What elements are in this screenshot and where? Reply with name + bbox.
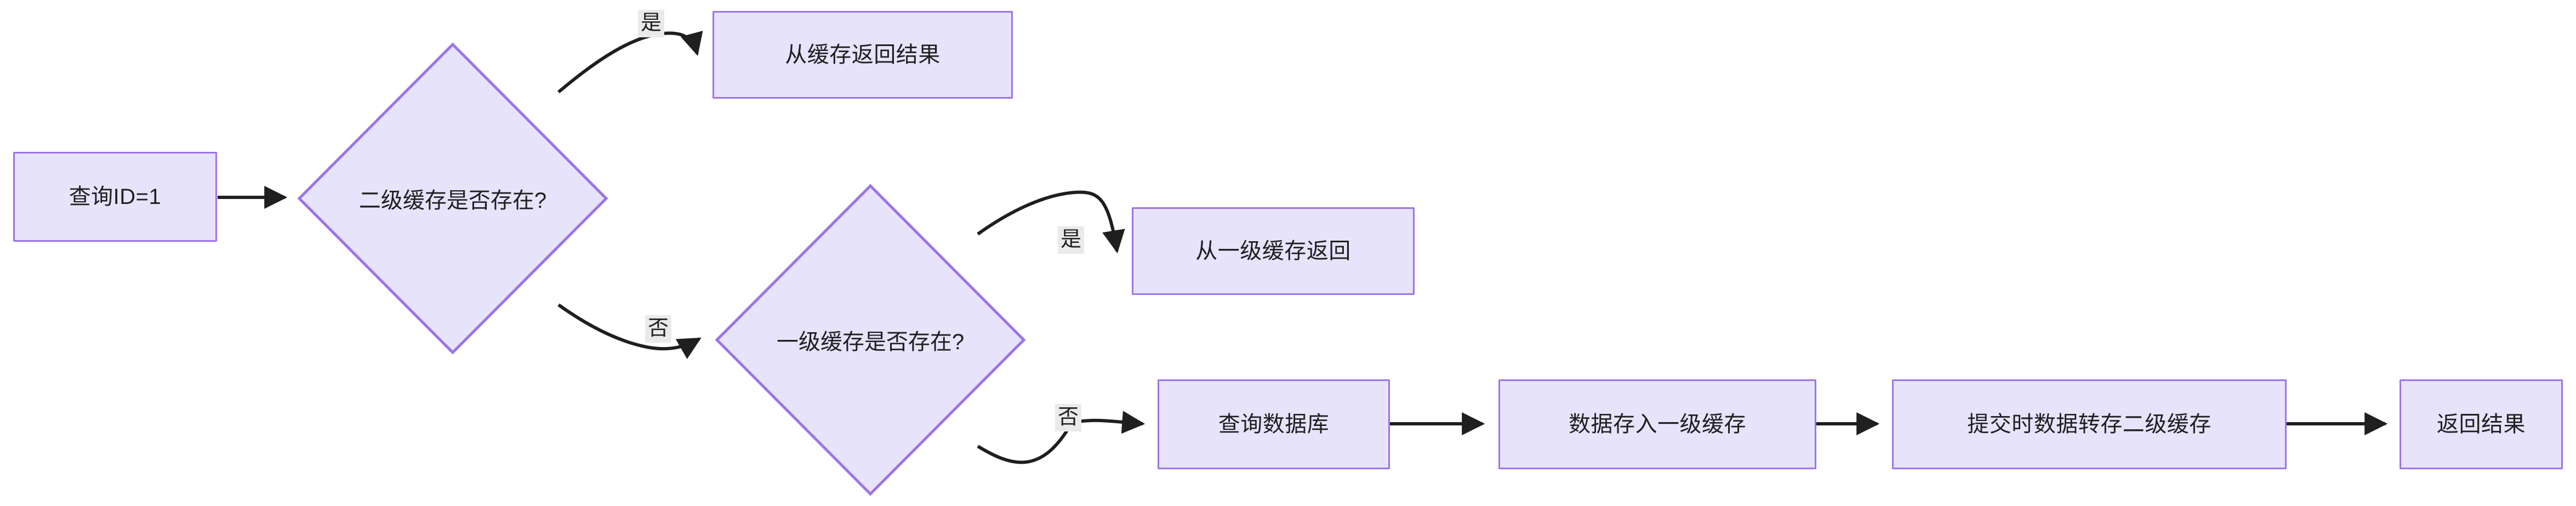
edge-label-l1check-yes: 是	[1058, 226, 1085, 254]
edge-label-l2check-yes: 是	[638, 10, 665, 37]
node-l2check-shape	[297, 42, 608, 355]
node-querydb[interactable]: 查询数据库	[1158, 379, 1390, 469]
node-l2check-label: 二级缓存是否存在?	[358, 189, 547, 213]
node-l1check-label: 一级缓存是否存在?	[776, 330, 965, 354]
node-store-l1[interactable]: 数据存入一级缓存	[1498, 379, 1816, 469]
node-l1return-label: 从一级缓存返回	[1195, 239, 1351, 263]
node-l1check-shape	[715, 184, 1026, 496]
node-start-label: 查询ID=1	[69, 185, 162, 209]
node-l1return[interactable]: 从一级缓存返回	[1132, 207, 1415, 295]
node-result-label: 返回结果	[2437, 412, 2526, 436]
edge-label-l1check-no: 否	[1055, 404, 1082, 431]
node-start[interactable]: 查询ID=1	[13, 152, 217, 242]
node-querydb-label: 查询数据库	[1218, 412, 1330, 436]
node-commit-to-l2[interactable]: 提交时数据转存二级缓存	[1892, 379, 2287, 469]
edge-label-l2check-no: 否	[645, 315, 672, 343]
node-store-l1-label: 数据存入一级缓存	[1569, 412, 1746, 436]
node-result[interactable]: 返回结果	[2400, 379, 2563, 469]
node-commit-to-l2-label: 提交时数据转存二级缓存	[1967, 412, 2212, 436]
node-l2check[interactable]: 二级缓存是否存在?	[297, 42, 608, 355]
node-l2return[interactable]: 从缓存返回结果	[713, 11, 1013, 99]
node-l1check[interactable]: 一级缓存是否存在?	[715, 184, 1026, 496]
node-l2return-label: 从缓存返回结果	[785, 43, 941, 67]
